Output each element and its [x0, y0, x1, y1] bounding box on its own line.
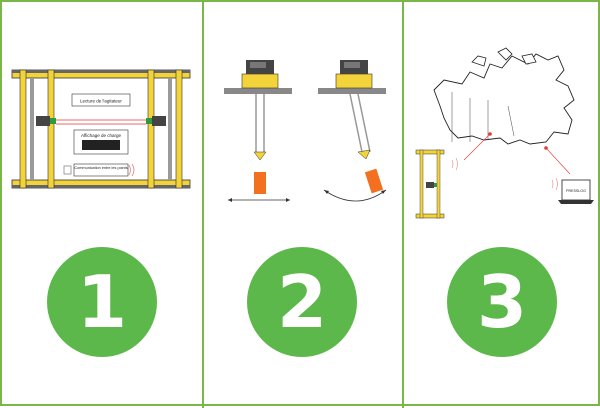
- label-middle-box: Affichage de charge: [81, 133, 121, 138]
- panel-divider-1: [202, 2, 204, 408]
- panel-divider-2: [402, 2, 404, 408]
- label-bottom-box: Communication entre les points: [74, 166, 127, 170]
- panel-3: PRESSLOG 3: [402, 2, 600, 408]
- laptop-screen-text: PRESSLOG: [566, 189, 586, 193]
- step-number-3: 3: [447, 247, 557, 357]
- canada-map-illustration: PRESSLOG: [415, 47, 594, 219]
- label-top-box: Lecture de l'agitateur: [80, 99, 122, 104]
- press-frame-illustration: Lecture de l'agitateur Affichage de char…: [11, 69, 191, 189]
- panel-1: Lecture de l'agitateur Affichage de char…: [2, 2, 202, 408]
- step-number-1: 1: [47, 247, 157, 357]
- panel-2: 2: [202, 2, 402, 408]
- step-number-2: 2: [247, 247, 357, 357]
- pendulum-illustration: [224, 60, 387, 202]
